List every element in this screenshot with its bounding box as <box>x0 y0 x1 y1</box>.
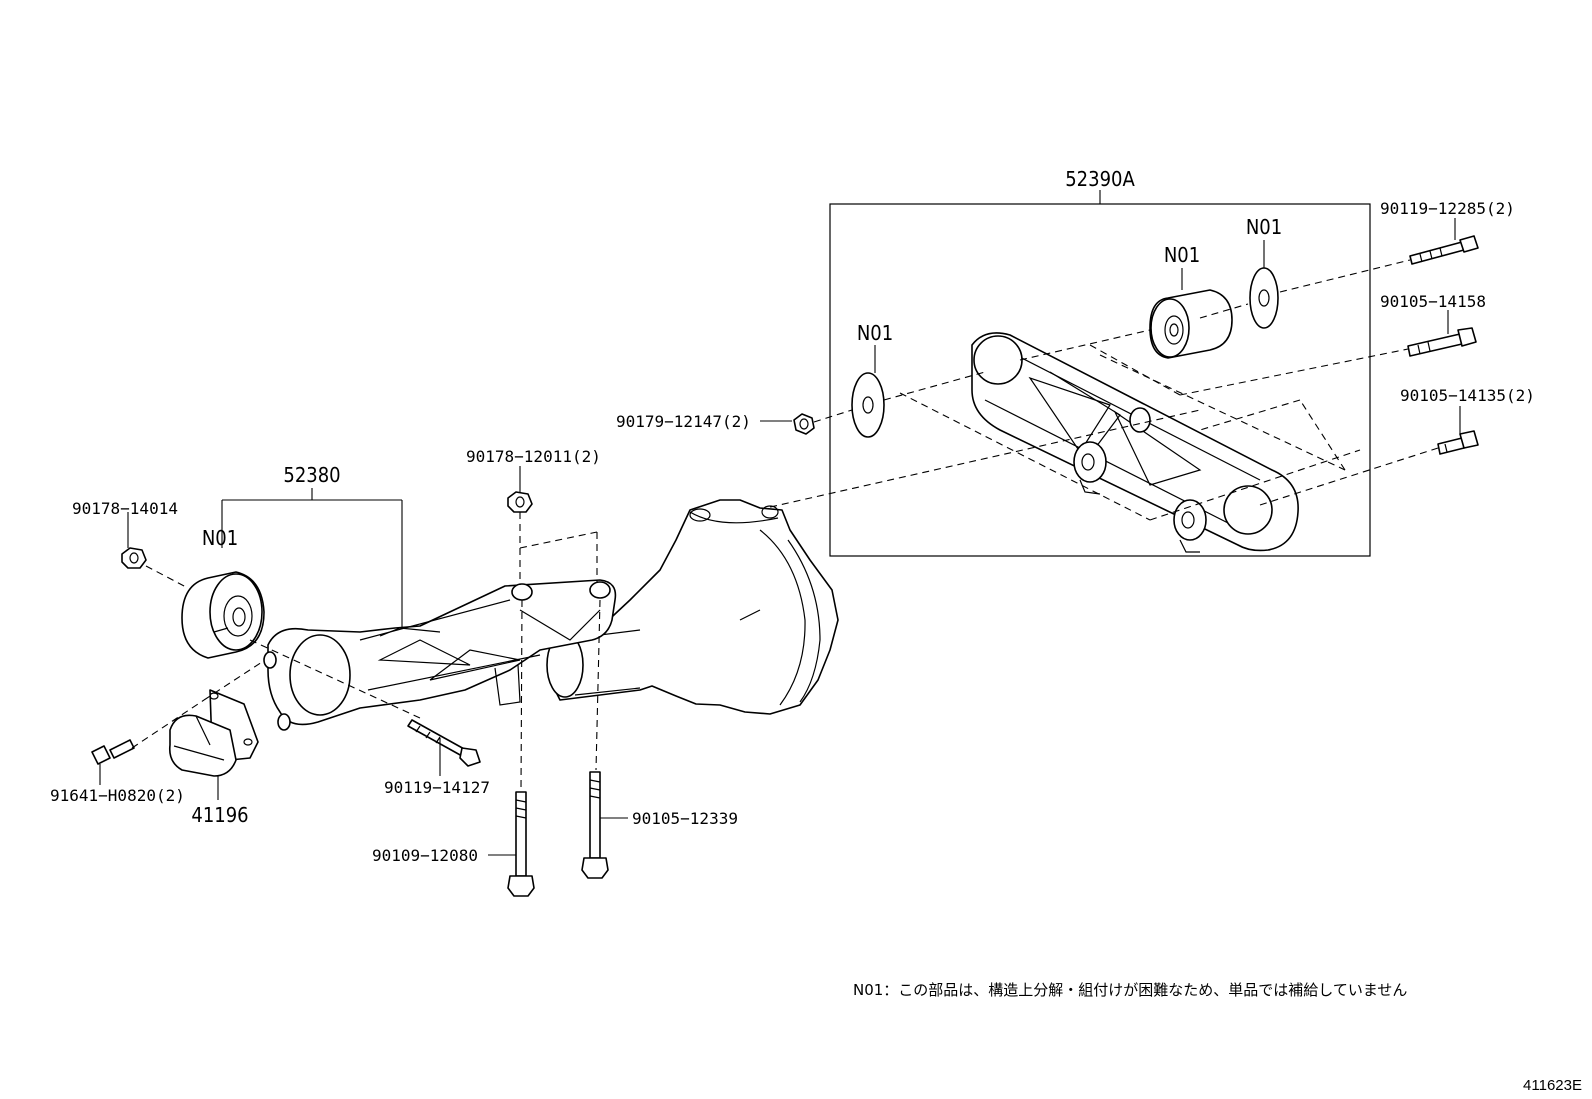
alignment-lines-right <box>734 259 1439 521</box>
bolt-90119-14127: 90119−14127 <box>384 719 490 797</box>
bolt-90105-12339: 90105−12339 <box>581 771 738 879</box>
label-90109-12080: 90109−12080 <box>372 846 478 865</box>
label-n01-left: N01 <box>202 526 238 550</box>
bolt-91641-h0820: 91641−H0820(2) <box>50 739 185 805</box>
bolt-90109-12080: 90109−12080 <box>372 791 535 897</box>
label-90178-12011: 90178−12011(2) <box>466 447 601 466</box>
bolt-90105-14135: 90105−14135(2) <box>1400 386 1535 455</box>
label-52390a: 52390A <box>1065 167 1135 191</box>
label-90105-14158: 90105−14158 <box>1380 292 1486 311</box>
label-90119-14127: 90119−14127 <box>384 778 490 797</box>
washer-n01-right: N01 <box>1246 215 1282 329</box>
stopper-41196: 41196 <box>168 689 259 827</box>
assembly-box-52390a: 52390A <box>829 167 1371 557</box>
label-90179-12147: 90179−12147(2) <box>616 412 751 431</box>
label-91641-h0820: 91641−H0820(2) <box>50 786 185 805</box>
label-90105-12339: 90105−12339 <box>632 809 738 828</box>
differential-mount-member-52380: 52380 <box>221 463 617 731</box>
label-n01-frame-a: N01 <box>1164 243 1200 267</box>
washer-n01-left: N01 <box>851 321 893 438</box>
label-41196: 41196 <box>191 803 248 827</box>
bolt-90105-14158: 90105−14158 <box>1380 292 1486 357</box>
bushing-n01-upper: N01 <box>1149 243 1233 359</box>
label-n01-frame-b: N01 <box>1246 215 1282 239</box>
label-90105-14135: 90105−14135(2) <box>1400 386 1535 405</box>
nut-90178-14014: 90178−14014 <box>72 499 178 569</box>
label-52380: 52380 <box>283 463 340 487</box>
label-90119-12285: 90119−12285(2) <box>1380 199 1515 218</box>
footnote-n01: N01：この部品は、構造上分解・組付けが困難なため、単品では補給していません <box>853 981 1407 999</box>
rear-support-member <box>971 332 1299 553</box>
alignment-lines-left <box>131 512 601 791</box>
label-90178-14014: 90178−14014 <box>72 499 178 518</box>
bushing-n01-left: N01 <box>181 526 265 659</box>
figure-id: 411623E <box>1523 1077 1582 1094</box>
bolt-90119-12285: 90119−12285(2) <box>1380 199 1515 265</box>
nut-90179-12147: 90179−12147(2) <box>616 412 815 435</box>
label-n01-frame-c: N01 <box>857 321 893 345</box>
nut-90178-12011: 90178−12011(2) <box>466 447 601 513</box>
